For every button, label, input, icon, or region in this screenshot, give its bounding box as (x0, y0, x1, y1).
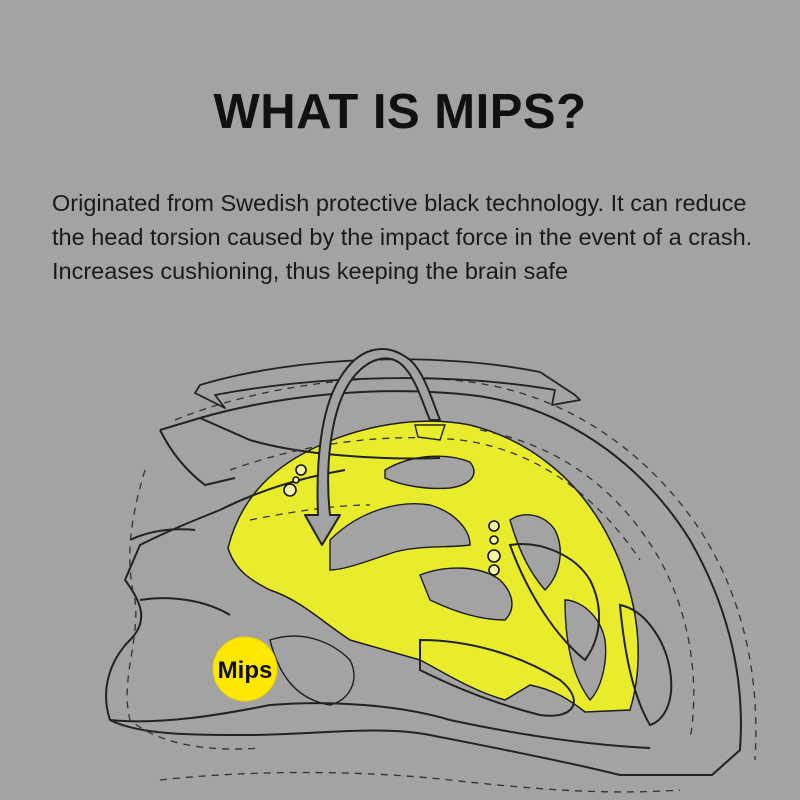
rotation-arrow-icon (194, 358, 581, 409)
mips-badge: Mips (212, 636, 278, 702)
page-title: WHAT IS MIPS? (213, 85, 587, 139)
helmet-shell-outline (105, 390, 742, 776)
helmet-illustration: Mips (105, 348, 757, 793)
description-line: the head torsion caused by the impact fo… (52, 224, 753, 250)
description-line: Originated from Swedish protective black… (52, 190, 747, 216)
mips-badge-label: Mips (218, 657, 273, 684)
anchor-connector-icon (283, 464, 501, 576)
description: Originated from Swedish protective black… (52, 186, 782, 288)
impact-arrow-icon (304, 348, 446, 546)
mips-liner-layer (227, 420, 639, 713)
description-line: Increases cushioning, thus keeping the b… (52, 258, 569, 284)
